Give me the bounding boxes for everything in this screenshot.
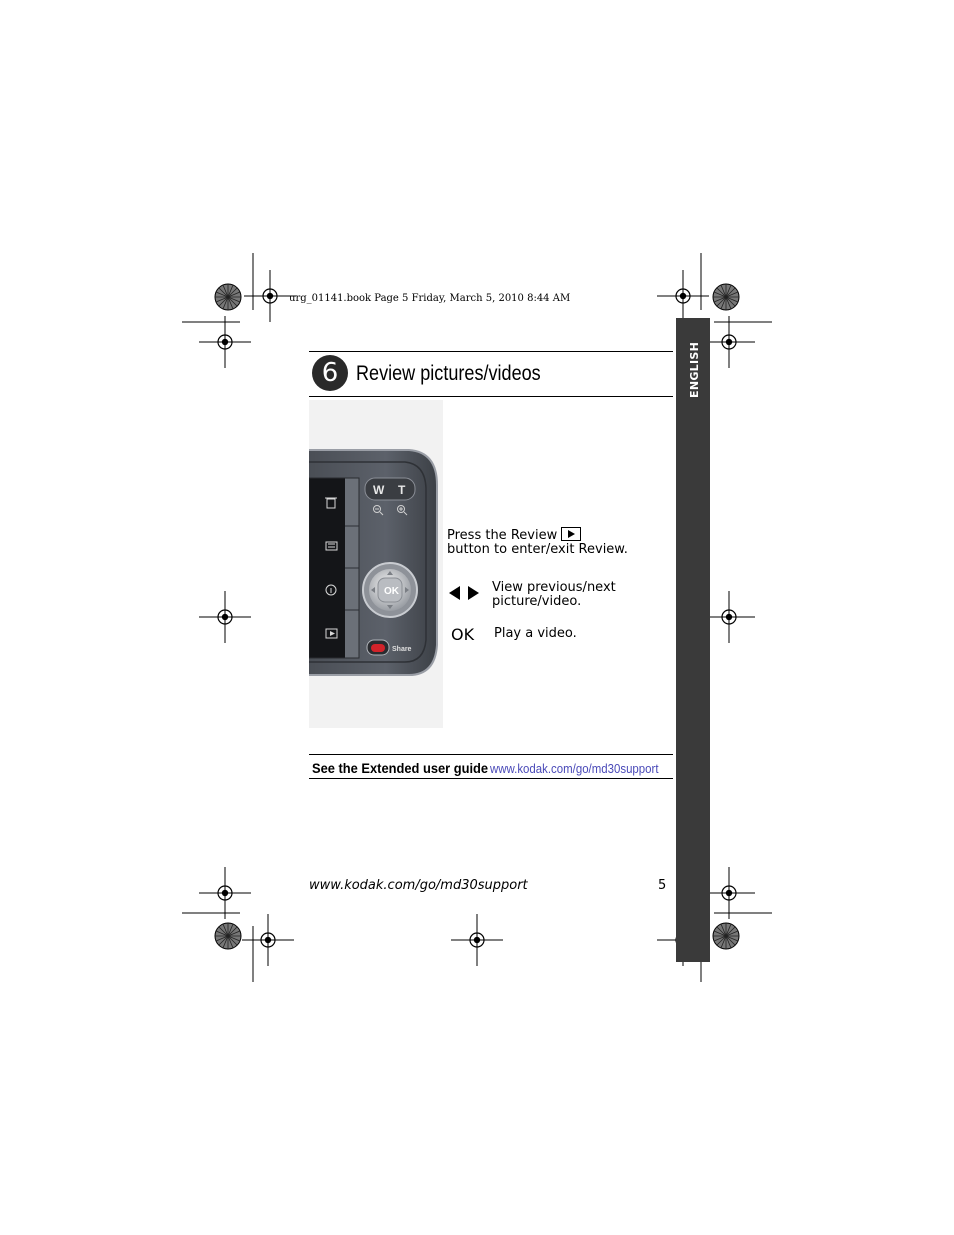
language-side-tab [676, 318, 710, 962]
navigate-instruction-line1: View previous/next [492, 580, 616, 595]
language-tab-label: ENGLISH [688, 341, 701, 398]
ok-key-label: OK [451, 625, 475, 644]
guide-top-rule [309, 754, 673, 755]
review-play-icon [561, 527, 582, 541]
camera-illustration: W T OK Share [309, 449, 438, 676]
section-title: Review pictures/videos [356, 362, 541, 385]
guide-bottom-rule [309, 778, 673, 779]
page-number: 5 [658, 878, 667, 893]
extended-guide-link[interactable]: www.kodak.com/go/md30support [490, 761, 659, 776]
share-label: Share [392, 646, 412, 653]
zoom-t-label: T [398, 483, 406, 497]
left-right-arrows-icon [449, 586, 479, 600]
review-instruction: Press the Review button to enter/exit Re… [447, 527, 628, 557]
footer-url: www.kodak.com/go/md30support [309, 878, 528, 893]
title-top-rule [309, 351, 673, 352]
printer-header: urg_01141.book Page 5 Friday, March 5, 2… [289, 293, 571, 304]
extended-guide-label: See the Extended user guide [312, 760, 489, 776]
navigate-instruction: View previous/next picture/video. [492, 581, 616, 609]
step-number-badge: 6 [312, 355, 348, 391]
navigate-instruction-line2: picture/video. [492, 594, 582, 609]
title-bottom-rule [309, 396, 673, 397]
dpad-ok-label: OK [384, 586, 400, 597]
zoom-w-label: W [373, 483, 385, 497]
review-instruction-line1: Press the Review [447, 528, 558, 543]
camera-back-photo: W T OK Share [309, 400, 443, 728]
review-instruction-line2: button to enter/exit Review. [447, 542, 628, 557]
play-video-instruction: Play a video. [494, 626, 577, 641]
